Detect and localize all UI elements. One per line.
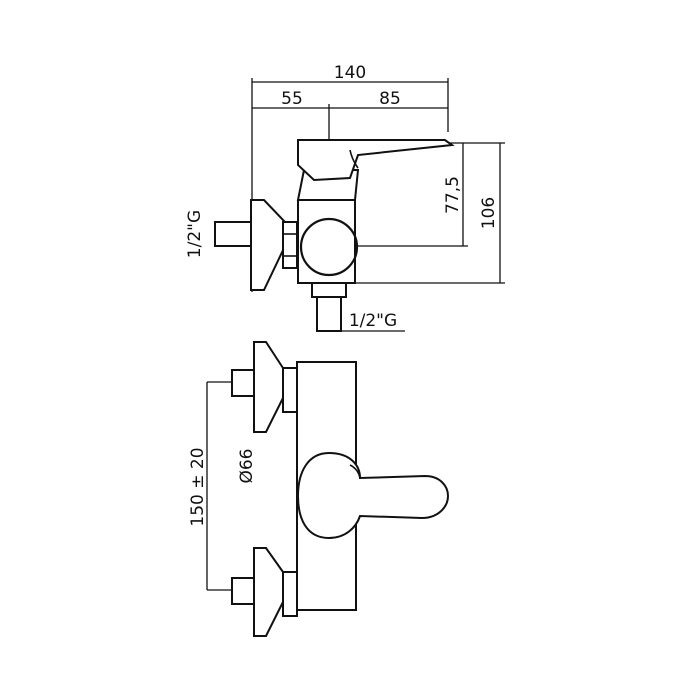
handle-hub (299, 217, 359, 277)
label-thread-bottom: 1/2"G (349, 311, 397, 331)
left-pipe-stub (214, 221, 252, 247)
top-nut (282, 367, 298, 413)
label-85: 85 (379, 89, 401, 109)
mixer-body (297, 199, 356, 284)
bottom-pipe (316, 296, 342, 332)
lever-detail (349, 149, 359, 169)
left-flange (250, 199, 286, 291)
label-77-5: 77,5 (443, 176, 463, 214)
label-diameter: Ø66 (237, 448, 257, 483)
front-view: 150 ± 20 Ø66 (188, 341, 450, 637)
side-view: 140 55 85 77,5 106 1/2"G 1/2"G (185, 63, 505, 332)
label-thread-left: 1/2"G (185, 210, 205, 258)
handle-detail (349, 464, 361, 480)
bottom-pipe-stub (231, 577, 255, 605)
top-pipe-stub (231, 369, 255, 397)
label-140: 140 (334, 63, 366, 83)
label-106: 106 (479, 197, 499, 229)
bottom-connector-nut (282, 571, 298, 617)
left-nut (282, 221, 298, 269)
top-flange (253, 341, 284, 433)
lever (297, 139, 455, 182)
bottom-nut (311, 282, 347, 298)
label-55: 55 (281, 89, 303, 109)
label-center-distance: 150 ± 20 (188, 447, 208, 526)
bottom-flange (253, 547, 284, 637)
handle-front (296, 451, 450, 540)
